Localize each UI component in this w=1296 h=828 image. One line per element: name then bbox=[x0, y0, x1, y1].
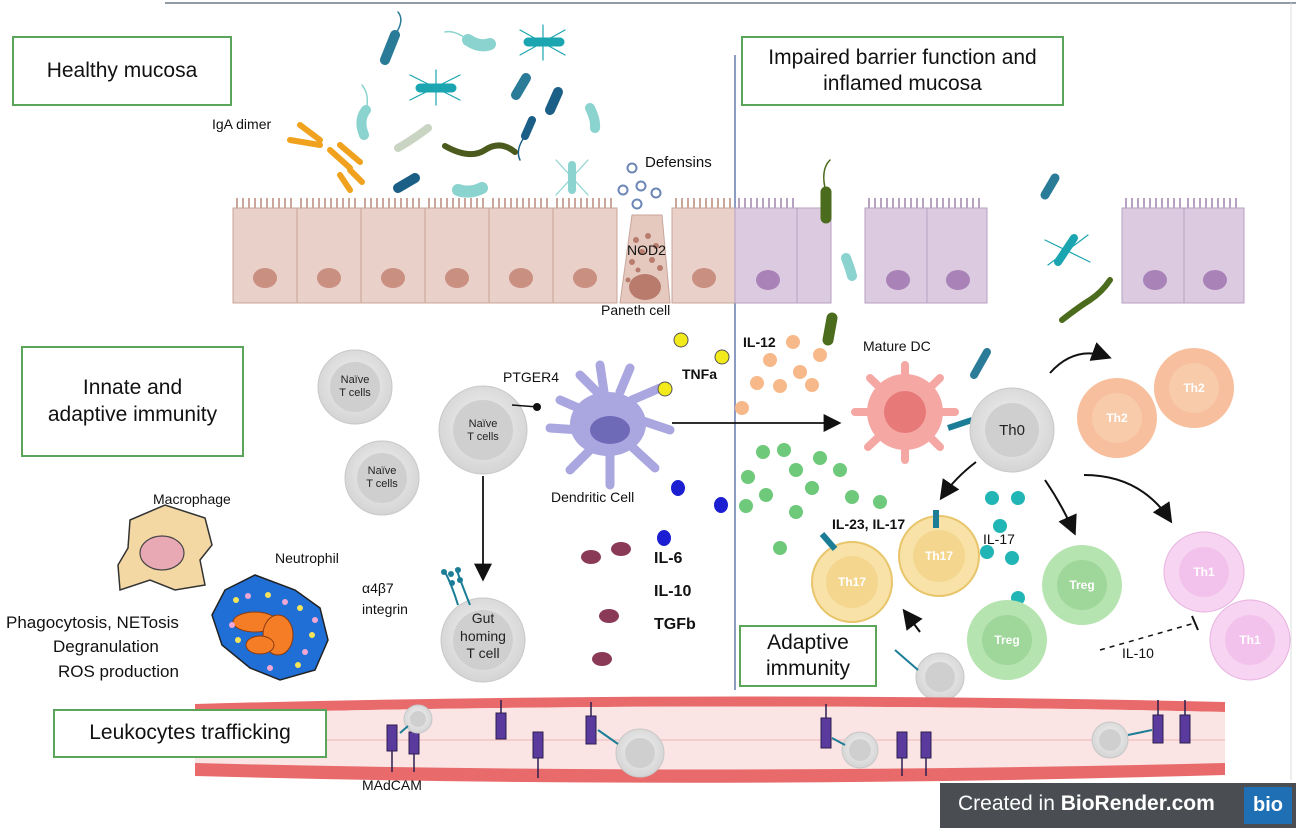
th0-graphic bbox=[969, 387, 1055, 473]
naive-label-line-1: Naïve bbox=[367, 465, 397, 477]
pathogenic-bacteria bbox=[820, 159, 1113, 379]
il6-label: IL-6 bbox=[654, 550, 683, 567]
macrophage-label: Macrophage bbox=[153, 491, 231, 507]
panel-impaired-barrier: Impaired barrier function and inflamed m… bbox=[741, 36, 1064, 106]
neutrophil-label: Neutrophil bbox=[275, 550, 339, 566]
th17-label-1: Th17 bbox=[837, 575, 866, 589]
naive-label-line-2: T cells bbox=[366, 478, 398, 491]
th0-label: Th0 bbox=[999, 422, 1025, 439]
th1-label-1: Th1 bbox=[1193, 565, 1215, 579]
il17-dots bbox=[980, 491, 1025, 605]
il10-label: IL-10 bbox=[654, 583, 692, 600]
paneth-cell-label: Paneth cell bbox=[601, 302, 671, 318]
madcam-label: MAdCAM bbox=[362, 777, 422, 793]
gut-homing-line-2: homing bbox=[460, 627, 506, 644]
panel-adaptive-immunity: Adaptive immunity bbox=[739, 625, 877, 687]
mature-dc-graphic bbox=[851, 361, 973, 464]
gut-homing-label: Gut homing T cell bbox=[445, 610, 521, 663]
tgfb-label: TGFb bbox=[654, 616, 696, 633]
biorender-logo: bio bbox=[1244, 787, 1292, 824]
th2-label-2: Th2 bbox=[1183, 381, 1205, 395]
treg-graphics bbox=[967, 545, 1122, 680]
il23-dots bbox=[739, 443, 887, 555]
panel-healthy-mucosa: Healthy mucosa bbox=[12, 36, 232, 106]
panel-innate-adaptive: Innate and adaptive immunity bbox=[21, 346, 244, 457]
naive-t-cells-graphics bbox=[317, 349, 528, 683]
nod2-label: NOD2 bbox=[627, 242, 666, 258]
macrophage-graphic bbox=[117, 504, 213, 592]
defensins-marks bbox=[617, 162, 662, 210]
th17-label-2: Th17 bbox=[924, 549, 953, 563]
mature-dc-label: Mature DC bbox=[863, 338, 931, 354]
gut-homing-line-3: T cell bbox=[466, 645, 500, 661]
gut-homing-line-1: Gut bbox=[471, 610, 495, 626]
integrin-label-line-2: integrin bbox=[362, 601, 408, 617]
panel-leukocytes-trafficking: Leukocytes trafficking bbox=[53, 709, 327, 758]
tnfa-dots bbox=[657, 332, 730, 397]
biorender-name: BioRender.com bbox=[1060, 792, 1215, 815]
tgfb-dots bbox=[581, 542, 631, 666]
defensins-label: Defensins bbox=[645, 154, 712, 171]
il10-inhibition-label: IL-10 bbox=[1122, 645, 1154, 661]
th2-label-1: Th2 bbox=[1106, 411, 1128, 425]
th1-graphics bbox=[1163, 531, 1291, 681]
innate-functions-line-3: ROS production bbox=[58, 662, 179, 681]
healthy-epithelium bbox=[232, 198, 736, 304]
biorender-footer bbox=[940, 783, 1296, 828]
naive-label-line-2: T cells bbox=[339, 387, 371, 400]
vessel-leukocytes bbox=[399, 704, 1153, 778]
commensal-bacteria bbox=[287, 11, 601, 198]
paneth-cell bbox=[619, 214, 671, 304]
innate-functions-line-2: Degranulation bbox=[53, 637, 159, 656]
dendritic-cell-label: Dendritic Cell bbox=[551, 489, 635, 505]
iga-dimer-label: IgA dimer bbox=[212, 116, 272, 132]
created-in-text: Created in bbox=[958, 792, 1061, 815]
naive-label-line-2: T cells bbox=[467, 431, 499, 444]
biorender-credit: Created in BioRender.com bbox=[958, 792, 1215, 816]
th2-graphics bbox=[1077, 348, 1234, 458]
il17-label: IL-17 bbox=[983, 531, 1015, 547]
treg-label-1: Treg bbox=[1069, 578, 1095, 592]
naive-label-line-1: Naïve bbox=[340, 374, 370, 386]
il12-dots bbox=[735, 335, 827, 415]
il6-dots bbox=[657, 480, 728, 546]
madcam-stalks bbox=[391, 700, 1186, 778]
il12-label: IL-12 bbox=[743, 334, 776, 350]
neutrophil-graphic bbox=[211, 574, 329, 681]
treg-label-2: Treg bbox=[994, 633, 1020, 647]
naive-label-line-1: Naïve bbox=[468, 418, 498, 430]
inflamed-epithelium bbox=[734, 198, 1245, 304]
th17-graphics bbox=[811, 510, 980, 623]
tnfa-label: TNFa bbox=[682, 366, 717, 382]
th1-label-2: Th1 bbox=[1239, 633, 1261, 647]
il23-il17-label: IL-23, IL-17 bbox=[832, 516, 906, 532]
ptger4-label: PTGER4 bbox=[503, 369, 560, 385]
blood-vessel bbox=[195, 696, 1225, 783]
dendritic-cell-graphic bbox=[545, 360, 675, 490]
integrin-label-line-1: α4β7 bbox=[362, 580, 394, 596]
innate-functions-line-1: Phagocytosis, NETosis bbox=[6, 613, 179, 632]
